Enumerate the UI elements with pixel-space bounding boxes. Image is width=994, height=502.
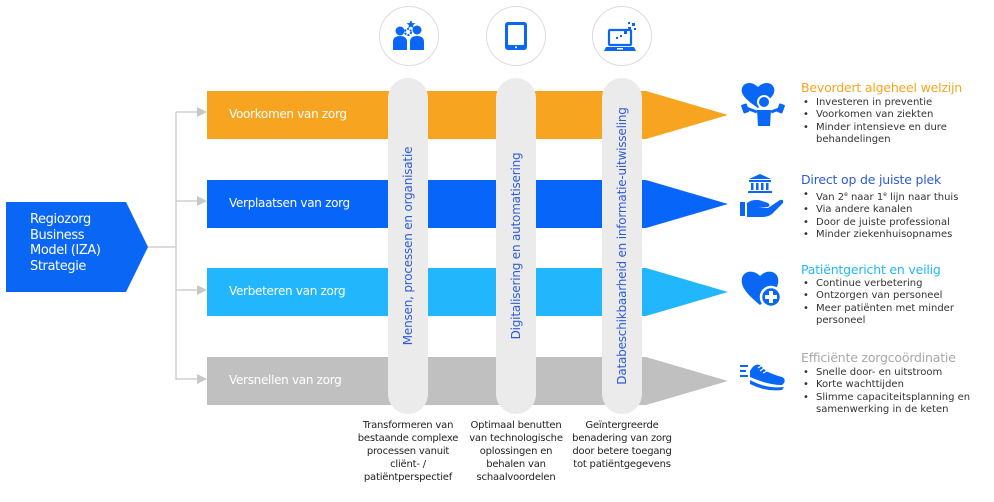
outcome-item: Minder ziekenhuisopnames	[801, 229, 991, 242]
outcome-title-patientgericht: Patiëntgericht en veilig	[801, 262, 941, 277]
pillar-data: Databeschikbaarheid en informatie-uitwis…	[602, 78, 642, 414]
outcome-item: Via andere kanalen	[801, 204, 991, 217]
pillar-label-digital: Digitalisering en automatisering	[509, 152, 523, 340]
strategy-label: Regiozorg Business Model (IZA) Strategie	[30, 212, 130, 274]
outcome-title-welzijn: Bevordert algeheel welzijn	[801, 80, 962, 95]
caption-line: bestaande complexe	[357, 433, 459, 444]
outcome-item-text-a: Van 2e naar 1e lijn naar thuis	[816, 191, 959, 203]
strategy-pentagon	[6, 202, 148, 292]
connector-arrow-2	[176, 196, 207, 206]
heart-plus-icon	[741, 271, 783, 309]
connector-arrow-4	[176, 374, 207, 384]
caption-line: behalen van	[486, 459, 546, 470]
heart-fitness-icon	[741, 82, 785, 126]
bar-verbeteren	[207, 268, 728, 316]
bar-voorkomen	[207, 91, 728, 139]
connector-arrow-1	[176, 107, 207, 117]
outcome-item: Ontzorgen van personeel	[801, 290, 991, 303]
connector-arrow-3	[176, 285, 207, 295]
fast-shoe-icon	[740, 364, 785, 391]
caption-line: door betere toegang	[572, 446, 672, 457]
caption-line: schaalvoordelen	[476, 472, 556, 483]
bar-label-verbeteren: Verbeteren van zorg	[229, 284, 346, 298]
caption-line: processen vanuit	[366, 446, 450, 457]
caption-line: Geïntergreerde	[585, 420, 659, 431]
outcome-item: Meer patiënten met minder personeel	[801, 303, 981, 328]
pillar-people: Mensen, processen en organisatie	[388, 78, 428, 414]
strategy-label-line: Business	[30, 227, 85, 243]
bar-versnellen	[207, 357, 728, 405]
outcome-title-juiste-plek: Direct op de juiste plek	[801, 172, 942, 187]
outcome-list-patientgericht: Continue verbetering Ontzorgen van perso…	[801, 278, 991, 327]
outcome-list-efficient: Snelle door- en uitstroom Korte wachttij…	[801, 367, 991, 416]
outcome-item: Door de juiste professional	[801, 217, 991, 230]
pillar-digital: Digitalisering en automatisering	[496, 78, 536, 414]
caption-line: oplossingen en	[479, 446, 553, 457]
pillar-label-data: Databeschikbaarheid en informatie-uitwis…	[615, 107, 629, 385]
caption-line: benadering van zorg	[572, 433, 672, 444]
pillar-caption-data: Geïntergreerde benadering van zorg door …	[569, 419, 675, 471]
strategy-label-line: Regiozorg	[30, 212, 91, 227]
caption-line: Optimaal benutten	[470, 420, 562, 431]
outcome-list-welzijn: Investeren in preventie Voorkomen van zi…	[801, 97, 991, 146]
laptop-data-icon	[592, 6, 652, 66]
hand-institution-icon	[740, 174, 784, 217]
outcome-item: Korte wachttijden	[801, 379, 991, 392]
caption-line: van technologische	[469, 433, 563, 444]
outcome-item: Continue verbetering	[801, 278, 991, 291]
bar-verplaatsen	[207, 180, 728, 228]
strategy-label-line: Strategie	[30, 258, 87, 274]
caption-line: patiëntperspectief	[363, 472, 453, 483]
bar-label-voorkomen: Voorkomen van zorg	[229, 107, 347, 121]
outcome-title-efficient: Efficiënte zorgcoördinatie	[801, 350, 956, 365]
caption-line: Transformeren van	[362, 420, 454, 431]
outcome-item: Van 2e naar 1e lijn naar thuis	[801, 189, 991, 204]
outcome-item: Voorkomen van ziekten	[801, 109, 991, 122]
bar-label-verplaatsen: Verplaatsen van zorg	[229, 196, 350, 210]
outcome-item: Investeren in preventie	[801, 97, 991, 110]
strategy-label-line: Model (IZA)	[30, 243, 101, 258]
outcome-list-juiste-plek: Van 2e naar 1e lijn naar thuis Via ander…	[801, 189, 991, 241]
outcome-item: Slimme capaciteitsplanning en samenwerki…	[801, 392, 981, 417]
outcome-item: Snelle door- en uitstroom	[801, 367, 991, 380]
bar-label-versnellen: Versnellen van zorg	[229, 373, 342, 387]
pillar-label-people: Mensen, processen en organisatie	[401, 146, 415, 346]
caption-line: cliënt- /	[390, 459, 426, 470]
people-gear-star-icon	[379, 6, 439, 66]
pillar-caption-digital: Optimaal benutten van technologische opl…	[463, 419, 569, 484]
pillar-caption-people: Transformeren van bestaande complexe pro…	[355, 419, 461, 484]
outcome-item: Minder intensieve en dure behandelingen	[801, 122, 981, 147]
tablet-icon	[486, 6, 546, 66]
caption-line: tot patiëntgegevens	[573, 459, 671, 470]
